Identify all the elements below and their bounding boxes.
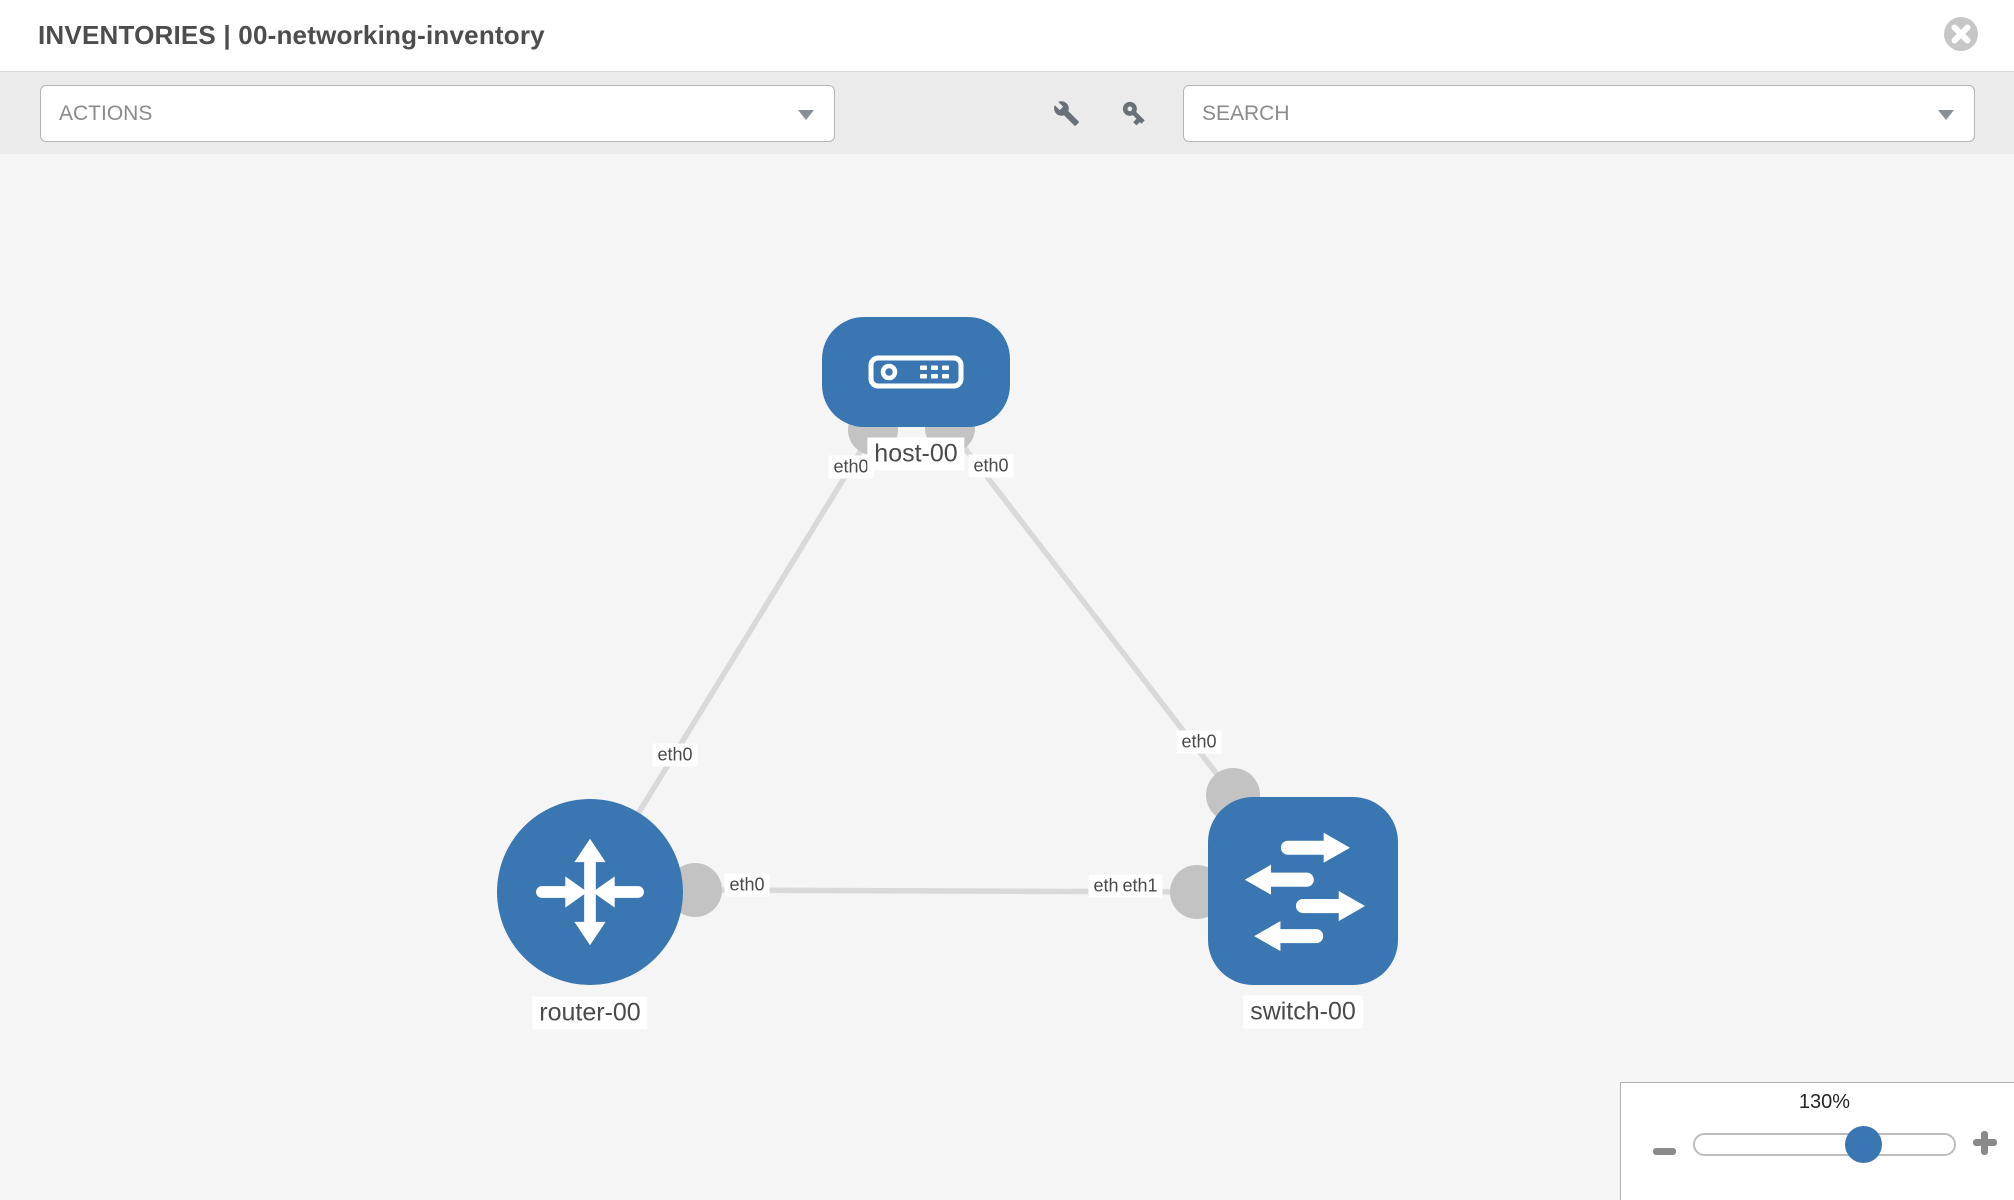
node-switch-00[interactable] (1208, 797, 1398, 985)
actions-dropdown-label: ACTIONS (59, 102, 153, 125)
zoom-in-button[interactable] (1967, 1125, 2003, 1161)
wrench-icon (1053, 100, 1079, 126)
search-dropdown[interactable]: SEARCH (1183, 85, 1975, 142)
switch-icon (1244, 832, 1366, 952)
close-button[interactable] (1942, 15, 1980, 53)
zoom-slider-track[interactable] (1693, 1126, 1956, 1163)
topology-canvas[interactable]: host-00 router-00 switch-00 eth0 eth0 et… (0, 154, 2014, 1200)
close-icon (1944, 17, 1978, 51)
router-icon (536, 838, 644, 946)
if-label-switch-eth0-up: eth0 (1176, 730, 1222, 754)
if-label-host-eth0-right: eth0 (968, 454, 1014, 478)
zoom-panel: 130% (1620, 1082, 2014, 1200)
node-label-switch: switch-00 (1243, 995, 1363, 1029)
chevron-down-icon (1938, 110, 1954, 120)
page-title: INVENTORIES | 00-networking-inventory (38, 20, 545, 50)
credentials-button[interactable] (1110, 89, 1158, 137)
header: INVENTORIES | 00-networking-inventory (0, 0, 2014, 72)
zoom-slider-thumb[interactable] (1845, 1126, 1882, 1163)
zoom-level: 130% (1798, 1091, 1851, 1113)
node-label-host: host-00 (867, 437, 965, 471)
links-layer (587, 403, 1260, 919)
if-label-host-eth0-left: eth0 (828, 455, 874, 479)
search-placeholder: SEARCH (1202, 102, 1290, 125)
if-label-router-eth0-side: eth0 (724, 873, 770, 897)
configure-button[interactable] (1042, 89, 1090, 137)
if-label-router-eth0-up: eth0 (652, 743, 698, 767)
toolbar: ACTIONS SEARCH (0, 72, 2014, 155)
host-icon (868, 355, 964, 389)
node-label-router: router-00 (532, 996, 648, 1030)
key-icon (1122, 101, 1145, 126)
actions-dropdown[interactable]: ACTIONS (40, 85, 835, 142)
zoom-out-button[interactable] (1647, 1129, 1681, 1161)
plus-icon (1981, 1131, 1988, 1155)
minus-icon (1652, 1147, 1676, 1155)
node-host-00[interactable] (822, 317, 1010, 427)
node-router-00[interactable] (497, 799, 683, 985)
chevron-down-icon (798, 110, 814, 120)
if-label-switch-eth1: eth1 (1117, 874, 1163, 898)
